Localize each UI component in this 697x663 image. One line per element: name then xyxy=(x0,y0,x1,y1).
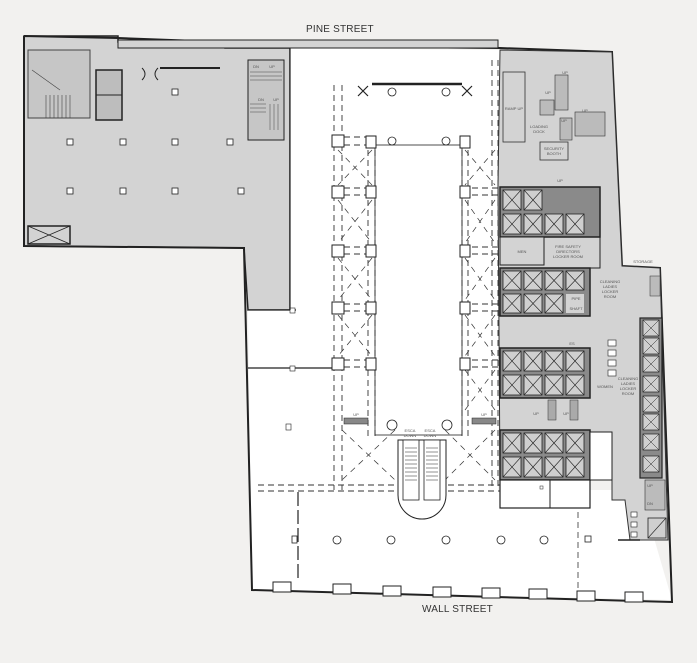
cleaning-1-label-2: LADIES xyxy=(603,284,618,289)
stair-up-label-8: UP xyxy=(561,118,567,123)
women-label: WOMEN xyxy=(597,384,613,389)
stair-up-label-2: UP xyxy=(273,97,279,102)
stair-up-label-4: UP xyxy=(481,412,487,417)
stair-up-label-12: UP xyxy=(647,483,653,488)
security-booth-label-2: BOOTH xyxy=(547,151,561,156)
toilets-lobby xyxy=(630,511,638,538)
cleaning-2-label-4: ROOM xyxy=(622,391,634,396)
elevator-bank-1 xyxy=(499,186,601,238)
double-door-icon xyxy=(141,67,220,81)
street-label-south: WALL STREET xyxy=(422,604,493,615)
center-left-stairs xyxy=(247,59,285,141)
es-label: ES xyxy=(569,341,575,346)
toilets-women xyxy=(607,339,617,377)
pipe-shaft-label-2: SHAFT xyxy=(569,306,583,311)
stair-dn-label-3: DN xyxy=(647,501,653,506)
left-stair-treads xyxy=(31,69,71,118)
elevator-bank-2 xyxy=(499,267,591,317)
round-columns-top xyxy=(387,87,451,146)
escalators xyxy=(386,419,453,520)
esca-right-label-1: ESCA xyxy=(425,428,436,433)
stair-up-label-5: UP xyxy=(562,70,568,75)
pipe-shaft-label-1: PIPE xyxy=(571,296,580,301)
left-wing-columns xyxy=(66,88,245,195)
esca-left-label-1: ESCA xyxy=(405,428,416,433)
stair-up-label-11: UP xyxy=(563,411,569,416)
atrium-void xyxy=(374,144,463,436)
fire-safety-label-1: FIRE SAFETY xyxy=(555,244,581,249)
esca-right-label-2: DOWN xyxy=(424,433,437,438)
fire-safety-label-3: LOCKER ROOM xyxy=(553,254,583,259)
esca-left-label-2: DOWN xyxy=(404,433,417,438)
ramp-label: RAMP UP xyxy=(505,106,523,111)
atrium-piers xyxy=(331,134,471,371)
cleaning-1-label-3: LOCKER xyxy=(602,289,619,294)
elevator-bank-3 xyxy=(499,347,591,399)
ramp xyxy=(502,71,526,143)
stair-dn-label: DN xyxy=(253,64,259,69)
cleaning-1-label-4: ROOM xyxy=(604,294,616,299)
core-stairs-top xyxy=(539,74,606,141)
security-booth-label-1: SECURITY xyxy=(544,146,565,151)
wall-facade-piers xyxy=(272,581,644,603)
stair-up-label-7: UP xyxy=(582,108,588,113)
elevator-bank-4 xyxy=(499,429,591,481)
men-label: MEN xyxy=(518,249,527,254)
fire-safety-label-2: DIRECTORS xyxy=(556,249,580,254)
loading-dock-label-1: LOADING xyxy=(530,124,548,129)
security-booth xyxy=(539,141,569,161)
cleaning-2-label-3: LOCKER xyxy=(620,386,637,391)
atrium-diagonals xyxy=(337,149,496,481)
stair-dn-label-2: DN xyxy=(258,97,264,102)
storage-label: STORAGE xyxy=(633,259,653,264)
entrance-doors xyxy=(357,82,473,97)
cleaning-2-label-2: LADIES xyxy=(621,381,636,386)
main-open-area xyxy=(248,48,672,600)
cleaning-2-label-1: CLEANING xyxy=(618,376,638,381)
lobby-columns xyxy=(291,535,592,545)
loading-dock-label-2: DOCK xyxy=(533,129,545,134)
elevator-bank-5 xyxy=(639,317,663,479)
mens-room xyxy=(499,236,545,266)
cleaning-1-label-1: CLEANING xyxy=(600,279,620,284)
stair-up-label-9: UP xyxy=(557,178,563,183)
stair-up-label-10: UP xyxy=(533,411,539,416)
stair-up-label-6: UP xyxy=(545,90,551,95)
stair-up-label-3: UP xyxy=(353,412,359,417)
pine-facade xyxy=(117,39,499,49)
street-label-north: PINE STREET xyxy=(306,24,374,35)
left-stair-block xyxy=(27,49,91,119)
stair-up-label: UP xyxy=(269,64,275,69)
